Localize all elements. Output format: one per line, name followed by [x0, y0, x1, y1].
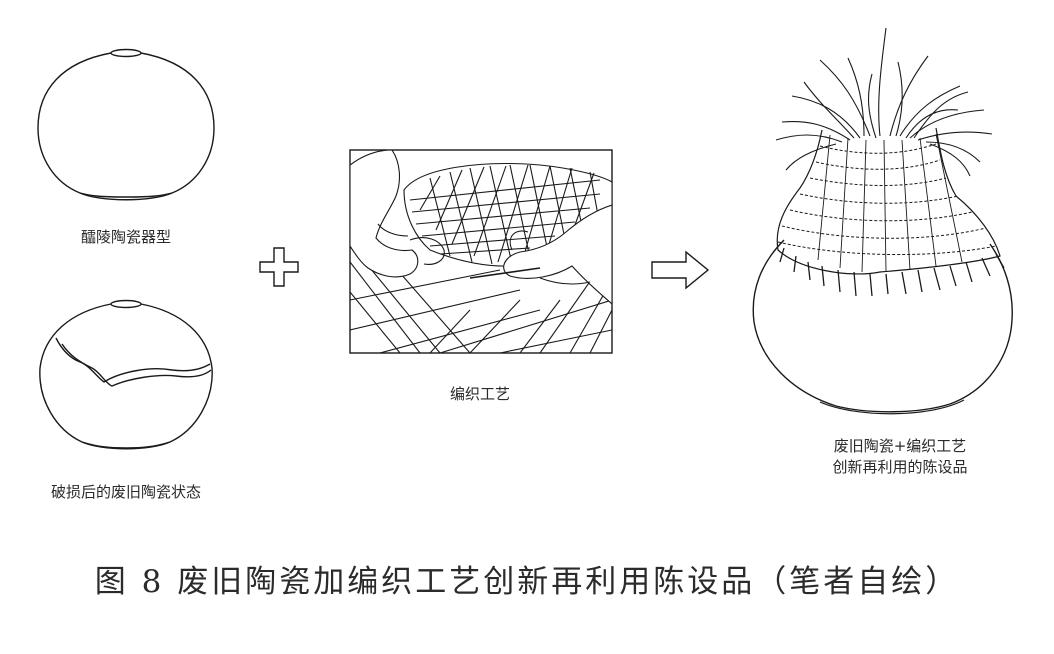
vase-broken-illustration: [39, 299, 213, 450]
label-vase-original: 醽陵陶瓷器型: [80, 228, 171, 246]
label-weaving: 编织工艺: [449, 385, 510, 403]
vase-original-illustration: [37, 48, 215, 201]
weaving-craft-illustration: [349, 149, 613, 354]
label-vase-broken: 破损后的废旧陶瓷状态: [50, 483, 201, 501]
result-vase-illustration: [752, 27, 1013, 415]
arrow-right-icon: [651, 250, 710, 290]
plus-sign-icon: [259, 247, 299, 287]
figure-caption: 图 8 废旧陶瓷加编织工艺创新再利用陈设品（笔者自绘）: [94, 564, 960, 600]
label-result-line2: 创新再利用的陈设品: [832, 458, 968, 476]
label-result-line1: 废旧陶瓷+编织工艺: [833, 437, 967, 455]
